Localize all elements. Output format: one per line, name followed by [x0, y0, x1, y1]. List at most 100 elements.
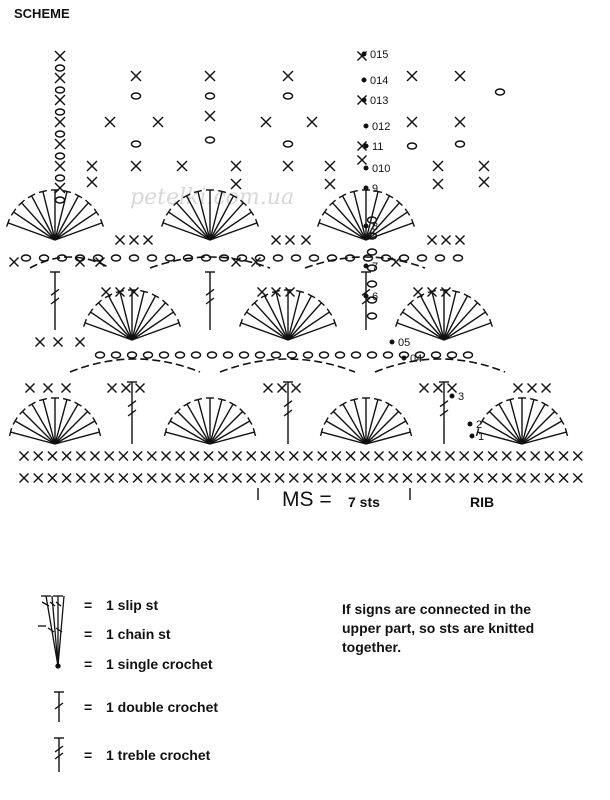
single-crochet-symbol [455, 235, 465, 245]
single-crochet-symbol [388, 473, 399, 483]
row-number: 11 [372, 141, 383, 153]
chain-symbol [254, 351, 266, 359]
legend-row-double-crochet: =1 double crochet [84, 699, 218, 715]
chain-symbol [344, 254, 356, 262]
chain-symbol [350, 351, 362, 359]
single-crochet-symbol [101, 287, 111, 297]
chain-symbol [54, 196, 66, 204]
chain-symbol [56, 254, 68, 262]
single-crochet-symbol [416, 451, 427, 461]
single-crochet-symbol [152, 116, 164, 128]
motif-label: MS = [282, 488, 332, 511]
chain-symbol [416, 254, 428, 262]
single-crochet-symbol [175, 451, 186, 461]
chain-symbol [54, 152, 66, 160]
legend-equals: = [84, 699, 93, 715]
legend-text: 1 chain st [106, 626, 171, 642]
single-crochet-symbol [260, 473, 271, 483]
row-number: 010 [372, 163, 390, 175]
row-number: 1 [478, 431, 484, 443]
single-crochet-symbol [454, 116, 466, 128]
single-crochet-symbol [104, 451, 115, 461]
single-crochet-symbol [357, 95, 367, 105]
chain-symbol [272, 254, 284, 262]
single-crochet-symbol [246, 451, 257, 461]
single-crochet-symbol [317, 473, 328, 483]
single-crochet-symbol [75, 473, 86, 483]
single-crochet-symbol [441, 287, 451, 297]
single-crochet-symbol [54, 94, 66, 106]
single-crochet-symbol [230, 160, 242, 172]
chain-symbol [282, 92, 294, 100]
chain-symbol [54, 108, 66, 116]
single-crochet-symbol [189, 473, 200, 483]
slip-st-symbol [363, 123, 369, 129]
single-crochet-symbol [75, 257, 85, 267]
chain-symbol [20, 254, 32, 262]
single-crochet-symbol [478, 176, 490, 188]
chain-symbol [286, 351, 298, 359]
slip-st-symbol [363, 185, 369, 191]
chain-symbol [54, 174, 66, 182]
single-crochet-symbol [232, 473, 242, 483]
chain-symbol [366, 248, 378, 256]
single-crochet-symbol [54, 50, 66, 62]
row-number: 012 [372, 121, 390, 133]
single-crochet-symbol [54, 72, 66, 84]
single-crochet-symbol [285, 235, 295, 245]
single-crochet-symbol [90, 473, 100, 483]
single-crochet-symbol [527, 383, 537, 393]
single-crochet-symbol [246, 473, 257, 483]
single-crochet-symbol [374, 451, 384, 461]
chain-arc [29, 256, 111, 269]
single-crochet-symbol [121, 383, 131, 393]
single-crochet-symbol [230, 178, 242, 190]
single-crochet-symbol [572, 451, 583, 461]
single-crochet-symbol [558, 473, 569, 483]
slip-st-symbol [389, 339, 395, 345]
legend-text: 1 treble crochet [106, 747, 211, 763]
chain-symbol [366, 296, 378, 304]
single-crochet-symbol [53, 337, 63, 347]
fan-symbol [238, 289, 338, 341]
single-crochet-symbol [416, 473, 427, 483]
single-crochet-symbol [572, 473, 583, 483]
chain-symbol [200, 254, 212, 262]
single-crochet-symbol [54, 116, 66, 128]
single-crochet-symbol [25, 383, 35, 393]
single-crochet-symbol [143, 235, 153, 245]
single-crochet-symbol [54, 160, 66, 172]
single-crochet-symbol [558, 451, 569, 461]
row-number: 04 [410, 353, 422, 365]
single-crochet-symbol [530, 473, 541, 483]
legend-text: 1 single crochet [106, 656, 213, 672]
motif-value: 7 sts [348, 494, 380, 510]
treble-crochet-symbol [439, 381, 449, 444]
chain-symbol [366, 351, 378, 359]
chain-symbol [110, 254, 122, 262]
single-crochet-symbol [432, 160, 444, 172]
single-crochet-symbol [61, 383, 71, 393]
chain-symbol [218, 254, 230, 262]
treble-crochet-symbol [205, 271, 215, 330]
single-crochet-symbol [291, 383, 301, 393]
chain-symbol [146, 254, 158, 262]
single-crochet-symbol [406, 70, 418, 82]
chain-symbol [54, 64, 66, 72]
single-crochet-symbol [95, 257, 105, 267]
single-crochet-symbol [115, 235, 125, 245]
slip-st-symbol [467, 421, 473, 427]
row-number: 013 [370, 95, 388, 107]
treble-crochet-icon [54, 737, 64, 772]
single-crochet-symbol [285, 287, 295, 297]
single-crochet-symbol [189, 451, 200, 461]
single-crochet-symbol [130, 160, 142, 172]
single-crochet-symbol [257, 287, 267, 297]
single-crochet-symbol [402, 473, 413, 483]
single-crochet-symbol [406, 116, 418, 128]
fan-symbol [160, 189, 260, 241]
fan-symbol [8, 397, 102, 445]
single-crochet-symbol [54, 182, 66, 194]
single-crochet-symbol [402, 451, 413, 461]
single-crochet-symbol [454, 70, 466, 82]
